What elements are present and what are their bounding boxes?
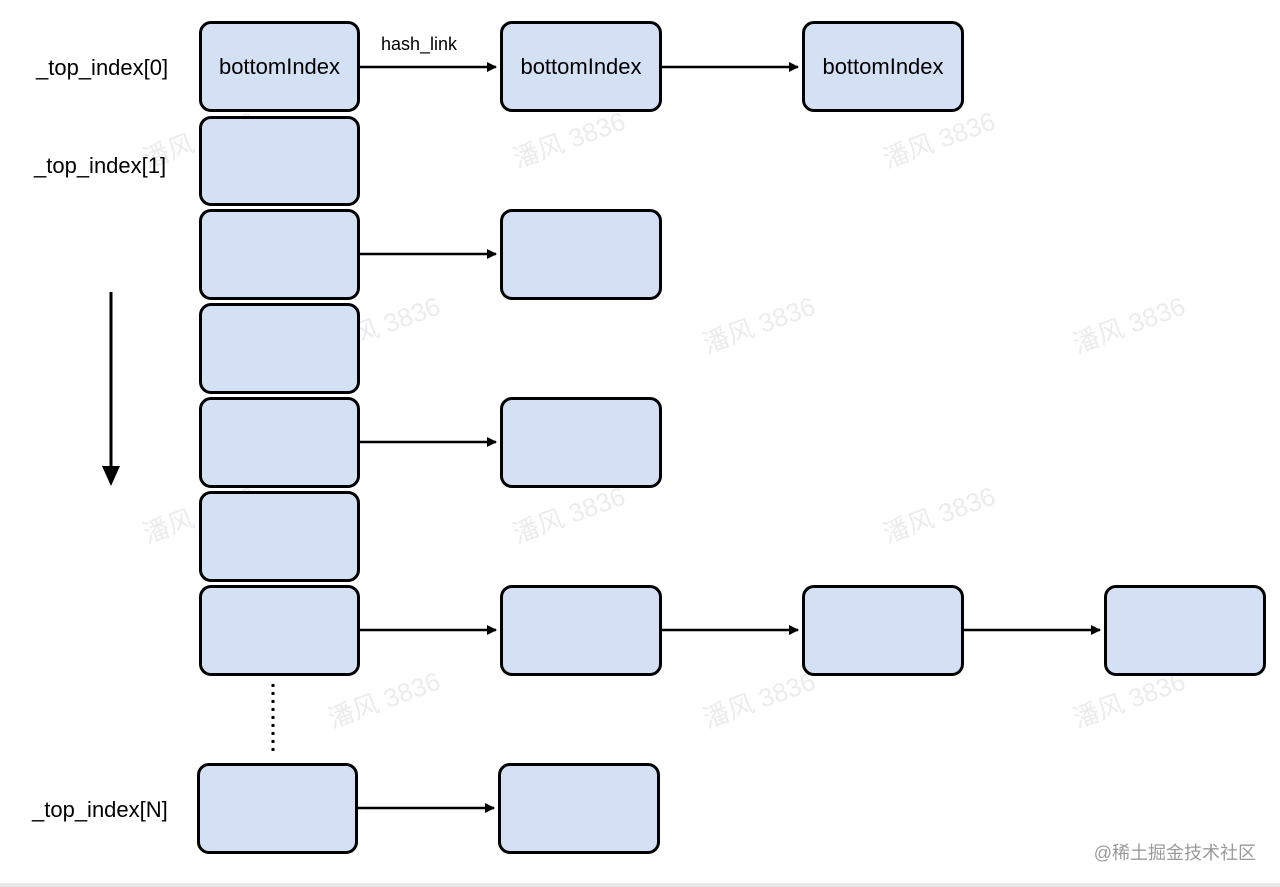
top-index-node-3 xyxy=(199,303,360,394)
bottom-index-node xyxy=(500,397,662,488)
top-index-node-5 xyxy=(199,491,360,582)
top-index-node-0: bottomIndex xyxy=(199,21,360,112)
top-index-node-n xyxy=(197,763,358,854)
row-label-1: _top_index[1] xyxy=(34,153,167,178)
node-label: bottomIndex xyxy=(520,53,642,79)
bottom-index-node xyxy=(802,585,964,676)
bottom-index-node xyxy=(1104,585,1266,676)
top-index-node-4 xyxy=(199,397,360,488)
bottom-index-node: bottomIndex xyxy=(802,21,964,112)
top-index-node-1 xyxy=(199,116,360,206)
source-credit: @稀土掘金技术社区 xyxy=(1093,843,1256,863)
bottom-divider xyxy=(0,883,1280,887)
top-index-node-2 xyxy=(199,209,360,300)
bottom-index-node xyxy=(500,585,662,676)
bottom-index-node xyxy=(498,763,660,854)
hash-link-label: hash_link xyxy=(381,34,458,54)
bottom-index-node: bottomIndex xyxy=(500,21,662,112)
top-index-node-6 xyxy=(199,585,360,676)
bottom-index-node xyxy=(500,209,662,300)
row-label-n: _top_index[N] xyxy=(32,797,168,822)
row-label-0: _top_index[0] xyxy=(36,55,169,80)
direction-arrowhead xyxy=(102,466,120,486)
node-label: bottomIndex xyxy=(822,53,944,79)
node-label: bottomIndex xyxy=(218,53,341,79)
